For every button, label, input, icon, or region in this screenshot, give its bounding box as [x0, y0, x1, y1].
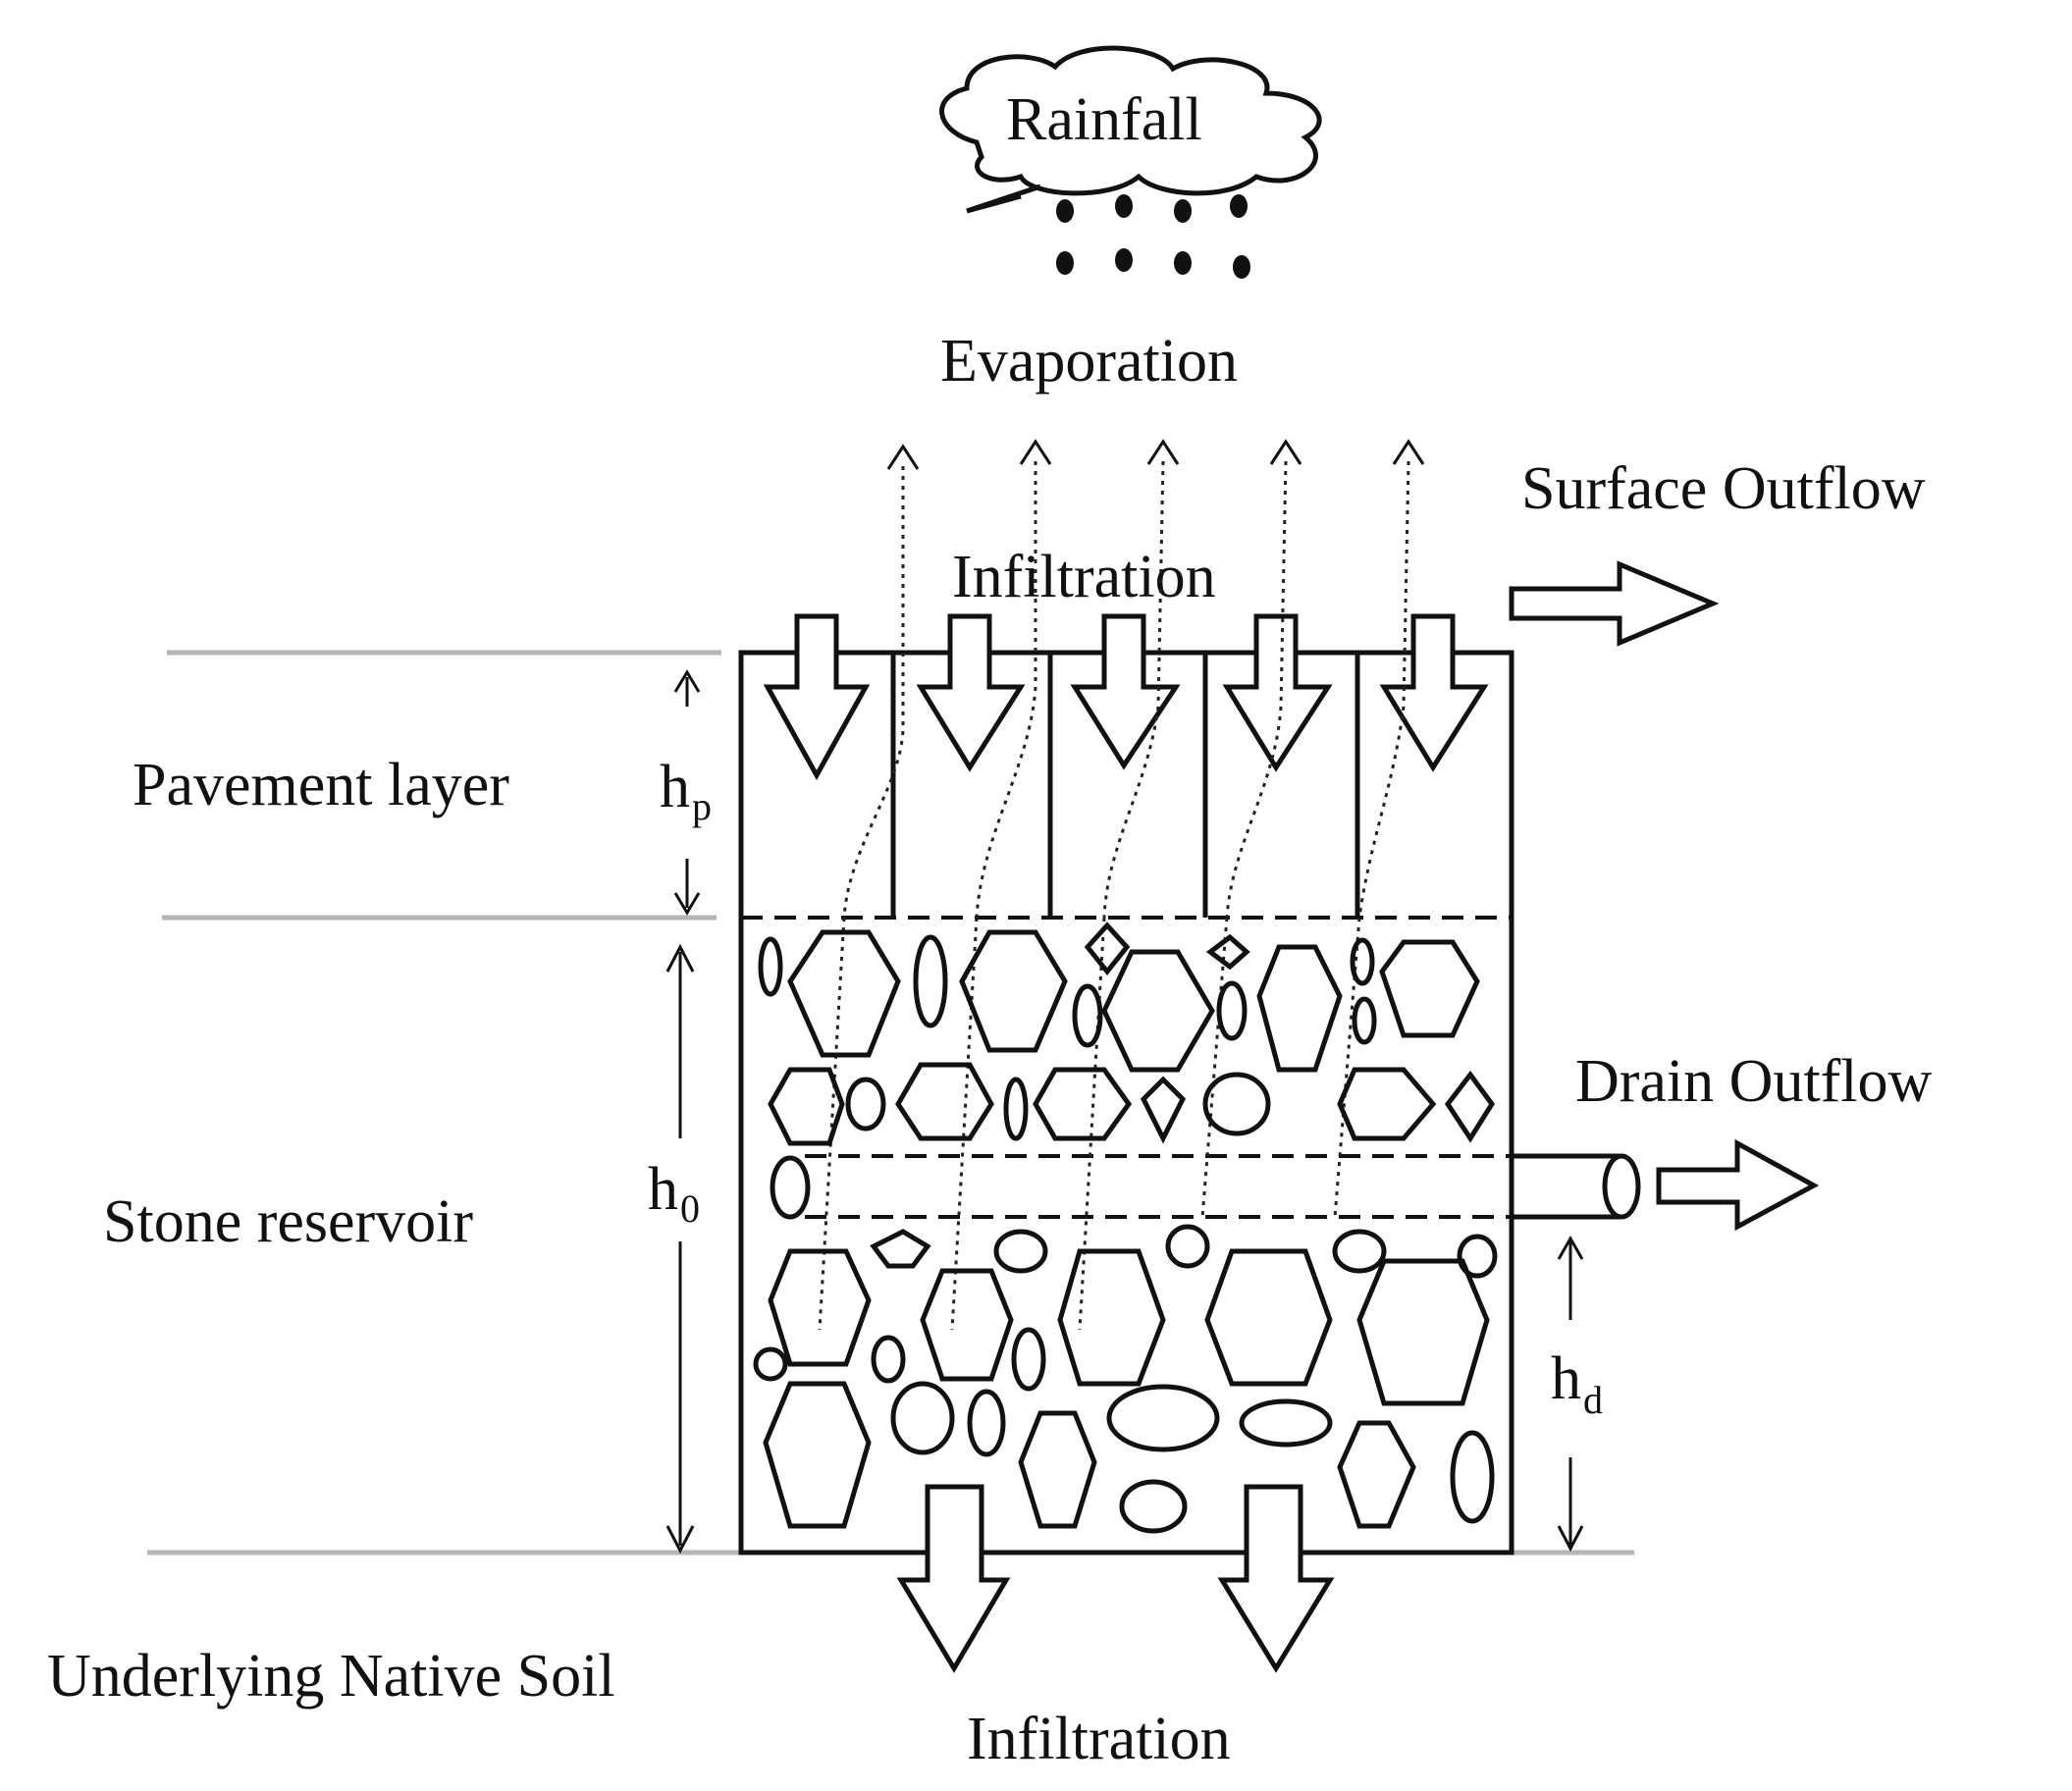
infiltration-arrows-bottom	[896, 1484, 1335, 1673]
h0-dimension-arrow	[665, 943, 695, 1554]
hd-symbol: h d	[1551, 1345, 1603, 1422]
rain-drops-icon	[1056, 194, 1250, 279]
svg-text:h: h	[1551, 1345, 1581, 1412]
svg-text:h: h	[648, 1156, 678, 1223]
hp-symbol: h p	[660, 754, 712, 828]
hp-dimension-arrow	[673, 669, 701, 916]
infiltration-bottom-label: Infiltration	[967, 1706, 1231, 1772]
drain-outflow-arrow	[1656, 1138, 1820, 1232]
drain-outflow-label: Drain Outflow	[1575, 1048, 1933, 1115]
pavement-dividers	[890, 653, 1360, 918]
svg-text:h: h	[660, 754, 690, 820]
underlying-soil-label: Underlying Native Soil	[47, 1643, 615, 1710]
evaporation-arrows	[842, 439, 1425, 919]
svg-text:0: 0	[680, 1186, 700, 1231]
hd-dimension-arrow	[1557, 1235, 1584, 1553]
drain-pipe	[1512, 1153, 1641, 1220]
svg-text:d: d	[1583, 1378, 1603, 1422]
svg-text:p: p	[692, 784, 712, 828]
stone-aggregate	[753, 922, 1498, 1534]
evaporation-label: Evaporation	[940, 328, 1238, 395]
pavement-layer-label: Pavement layer	[133, 752, 509, 818]
stone-reservoir-label: Stone reservoir	[103, 1188, 473, 1255]
surface-outflow-arrow	[1509, 560, 1720, 647]
infiltration-top-label: Infiltration	[952, 544, 1216, 610]
h0-symbol: h 0	[648, 1156, 700, 1231]
infiltration-arrows-top	[763, 613, 1489, 781]
rainfall-label: Rainfall	[1006, 86, 1202, 153]
rainfall-cloud-icon	[939, 45, 1322, 214]
surface-outflow-label: Surface Outflow	[1521, 455, 1926, 522]
